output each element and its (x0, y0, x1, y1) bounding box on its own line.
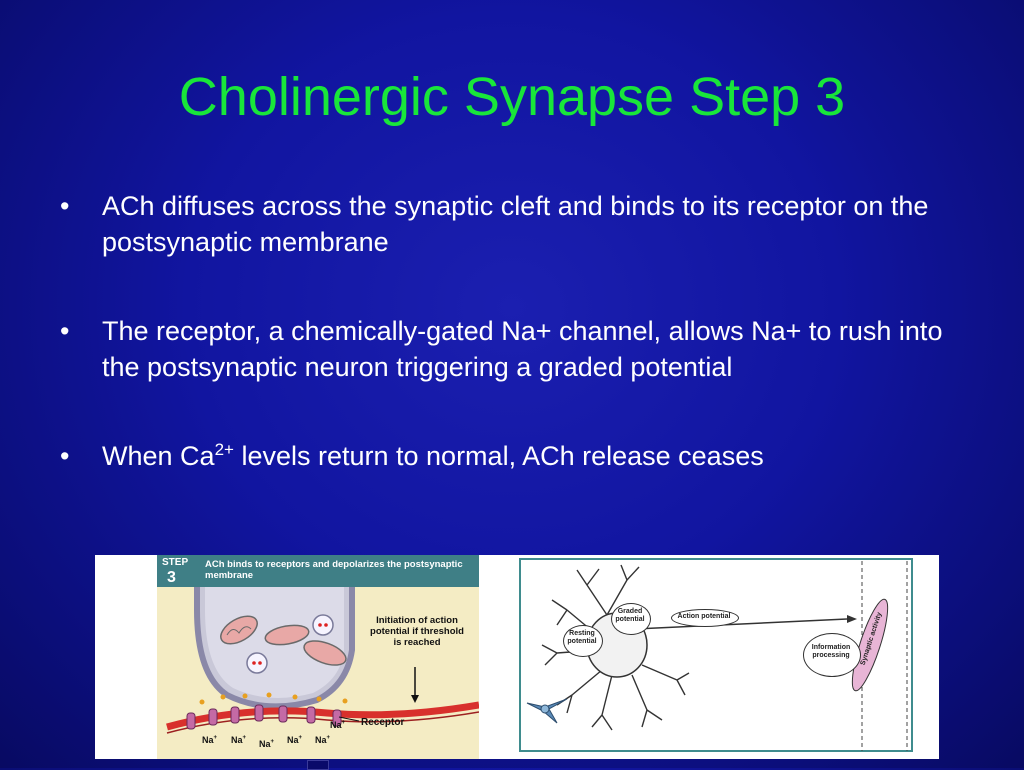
receptor (278, 705, 288, 723)
bullet-text: When Ca2+ levels return to normal, ACh r… (102, 441, 764, 471)
receptor (230, 706, 240, 724)
step-label: STEP (162, 557, 189, 568)
bullet-dot-icon: • (60, 441, 70, 471)
ach-molecule (252, 661, 256, 665)
ach-molecule (324, 623, 328, 627)
compass-icon (526, 698, 568, 724)
ach-molecule (318, 623, 322, 627)
synaptic-activity-band (851, 598, 889, 692)
na-ion-label: Na+ (259, 739, 275, 749)
bullet-text: The receptor, a chemically-gated Na+ cha… (102, 316, 943, 382)
mitochondrion (303, 640, 347, 666)
synaptic-vesicle (246, 652, 268, 674)
graded-potential-bubble (611, 603, 651, 635)
receptor (332, 709, 342, 727)
mitochondrion (264, 624, 310, 646)
mitochondrion-crista (226, 626, 252, 636)
ach-particles (199, 692, 348, 705)
na-ion-label: Na+ (287, 735, 303, 745)
action-potential-bubble (671, 609, 739, 627)
information-processing-bubble (803, 633, 861, 677)
na-ion-label: Na+ (202, 735, 218, 745)
mitochondrion (220, 615, 258, 645)
callout-arrowhead (411, 695, 419, 703)
receptor-group (186, 704, 342, 730)
receptor-label: Receptor (361, 717, 405, 728)
bullet-text-part: levels return to normal, ACh release cea… (233, 441, 764, 471)
slide-nav-marker (307, 760, 329, 770)
bullet-item: • ACh diffuses across the synaptic cleft… (60, 188, 960, 260)
slide-title: Cholinergic Synapse Step 3 (178, 67, 846, 127)
ach-molecule (258, 661, 262, 665)
action-potential-label: Action potential (677, 613, 731, 620)
neuron-diagram (526, 561, 908, 751)
receptor (306, 706, 316, 724)
bullet-list: • ACh diffuses across the synaptic cleft… (60, 188, 960, 527)
superscript: 2+ (214, 440, 234, 459)
receptor (254, 704, 264, 722)
bullet-dot-icon: • (60, 191, 70, 221)
na-ion-label: Na+ (330, 720, 346, 730)
step3-panel: STEP 3 ACh binds to receptors and depola… (157, 555, 479, 759)
receptor (208, 708, 218, 726)
bullet-text-part: When Ca (102, 441, 215, 471)
axon-arrow (634, 618, 848, 630)
bullet-item: • The receptor, a chemically-gated Na+ c… (60, 313, 960, 385)
synaptic-vesicle (312, 614, 334, 636)
bullet-dot-icon: • (60, 316, 70, 346)
receptor-pointer (338, 716, 360, 722)
step-header: STEP 3 ACh binds to receptors and depola… (157, 555, 479, 587)
step-description: ACh binds to receptors and depolarizes t… (205, 559, 463, 581)
step-number: 3 (167, 569, 176, 586)
na-ion-label: Na+ (315, 735, 331, 745)
resting-potential-bubble (563, 625, 603, 657)
synapse-figure: STEP 3 ACh binds to receptors and depola… (95, 555, 939, 759)
information-processing-label: Information processing (811, 644, 851, 659)
receptor (186, 712, 196, 730)
synapse-illustration (166, 587, 479, 734)
neuron-overview-panel: Graded potential Action potential Restin… (517, 555, 939, 759)
action-potential-callout: Initiation of action potential if thresh… (370, 615, 464, 648)
na-ion-label: Na+ (231, 735, 247, 745)
resting-potential-label: Resting potential (567, 630, 597, 645)
graded-potential-label: Graded potential (615, 608, 645, 623)
bullet-item: • When Ca2+ levels return to normal, ACh… (60, 438, 960, 474)
axon-arrowhead (847, 615, 857, 623)
bullet-text: ACh diffuses across the synaptic cleft a… (102, 191, 929, 257)
dendrite-tree (541, 564, 690, 731)
